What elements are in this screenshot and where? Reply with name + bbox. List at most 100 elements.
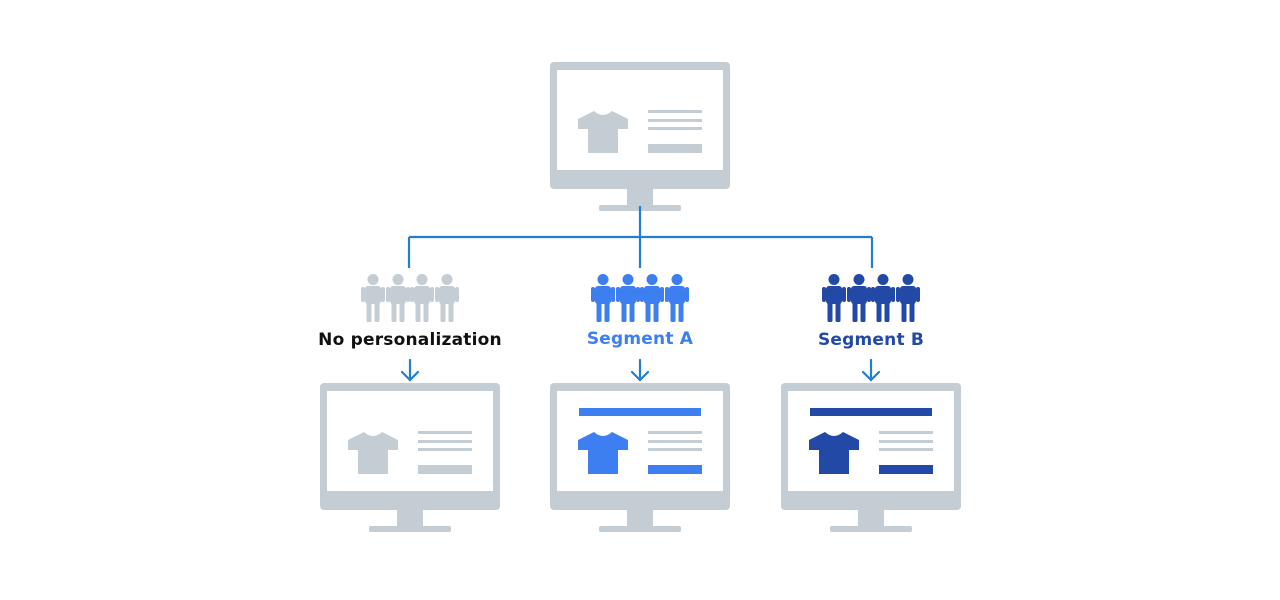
person-leg (440, 302, 446, 322)
monitor-base (599, 526, 681, 532)
person-head (902, 274, 914, 285)
text-line (418, 440, 472, 443)
person-leg (604, 302, 610, 322)
monitor-neck (858, 510, 884, 526)
person-arm (636, 287, 640, 302)
person-leg (415, 302, 421, 322)
people-group-no-personalization (361, 274, 459, 322)
person-icon (410, 274, 434, 322)
price-bar (418, 465, 472, 474)
person-leg (621, 302, 627, 322)
person-arm (822, 287, 826, 302)
monitor-neck (397, 510, 423, 526)
person-arm (665, 287, 669, 302)
person-icon (386, 274, 410, 322)
tshirt-icon (578, 432, 628, 474)
person-head (877, 274, 889, 285)
person-arm (591, 287, 595, 302)
person-arm (847, 287, 851, 302)
person-leg (901, 302, 907, 322)
monitor-no-personalization (320, 383, 500, 532)
person-icon (847, 274, 871, 322)
tshirt-icon (578, 111, 628, 153)
person-arm (896, 287, 900, 302)
person-torso (826, 286, 842, 304)
person-head (392, 274, 404, 285)
text-line (418, 431, 472, 434)
text-line (648, 110, 702, 113)
person-icon (591, 274, 615, 322)
source-monitor (550, 62, 730, 211)
person-torso (414, 286, 430, 304)
monitor-base (830, 526, 912, 532)
person-torso (595, 286, 611, 304)
text-line (648, 127, 702, 130)
price-bar (648, 465, 702, 474)
person-icon (616, 274, 640, 322)
person-head (828, 274, 840, 285)
person-leg (860, 302, 866, 322)
person-leg (852, 302, 858, 322)
person-arm (611, 287, 615, 302)
person-leg (909, 302, 915, 322)
person-torso (875, 286, 891, 304)
person-leg (423, 302, 429, 322)
person-arm (455, 287, 459, 302)
text-line (879, 440, 933, 443)
text-line (648, 440, 702, 443)
person-head (441, 274, 453, 285)
person-head (367, 274, 379, 285)
person-arm (640, 287, 644, 302)
banner-bar (810, 408, 932, 416)
people-group-segment-b (822, 274, 920, 322)
person-leg (399, 302, 405, 322)
person-leg (653, 302, 659, 322)
person-arm (406, 287, 410, 302)
person-leg (374, 302, 380, 322)
text-line (648, 448, 702, 451)
person-arm (361, 287, 365, 302)
person-arm (871, 287, 875, 302)
person-leg (884, 302, 890, 322)
person-icon (871, 274, 895, 322)
person-arm (842, 287, 846, 302)
person-arm (685, 287, 689, 302)
person-arm (381, 287, 385, 302)
person-leg (645, 302, 651, 322)
person-leg (448, 302, 454, 322)
arrow-down-icon (400, 358, 420, 382)
person-head (416, 274, 428, 285)
person-icon (361, 274, 385, 322)
person-torso (390, 286, 406, 304)
price-bar (879, 465, 933, 474)
person-leg (678, 302, 684, 322)
person-torso (620, 286, 636, 304)
person-torso (365, 286, 381, 304)
person-arm (891, 287, 895, 302)
tshirt-icon (348, 432, 398, 474)
monitor-neck (627, 510, 653, 526)
person-icon (896, 274, 920, 322)
person-arm (867, 287, 871, 302)
banner-bar (579, 408, 701, 416)
person-icon (640, 274, 664, 322)
person-leg (391, 302, 397, 322)
people-group-segment-a (591, 274, 689, 322)
person-torso (669, 286, 685, 304)
person-leg (827, 302, 833, 322)
monitor-segment-b (781, 383, 961, 532)
tshirt-icon (809, 432, 859, 474)
person-head (622, 274, 634, 285)
price-bar (648, 144, 702, 153)
connector-lines (407, 206, 874, 268)
monitor-segment-a (550, 383, 730, 532)
person-icon (822, 274, 846, 322)
person-head (671, 274, 683, 285)
person-arm (386, 287, 390, 302)
branch-label-no-personalization: No personalization (318, 330, 502, 350)
person-leg (596, 302, 602, 322)
monitor-neck (627, 189, 653, 205)
person-leg (670, 302, 676, 322)
